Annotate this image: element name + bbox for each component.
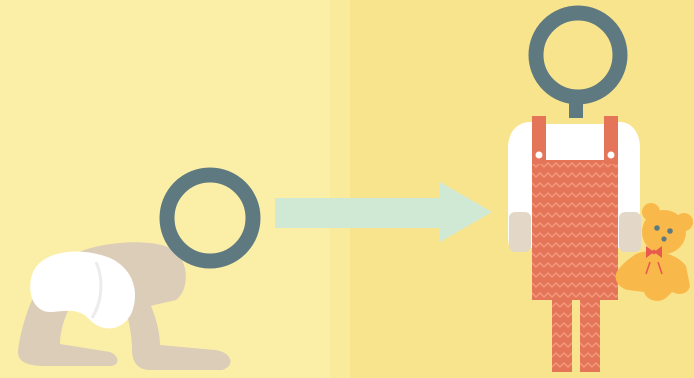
teddy-nose [661,236,666,241]
right-hand [619,212,641,252]
left-button [536,152,543,159]
left-hand [509,212,531,252]
teddy-head [642,210,686,254]
teddy-eye-right [667,228,673,234]
right-button [608,152,615,159]
teddy-eye-left [654,225,660,231]
